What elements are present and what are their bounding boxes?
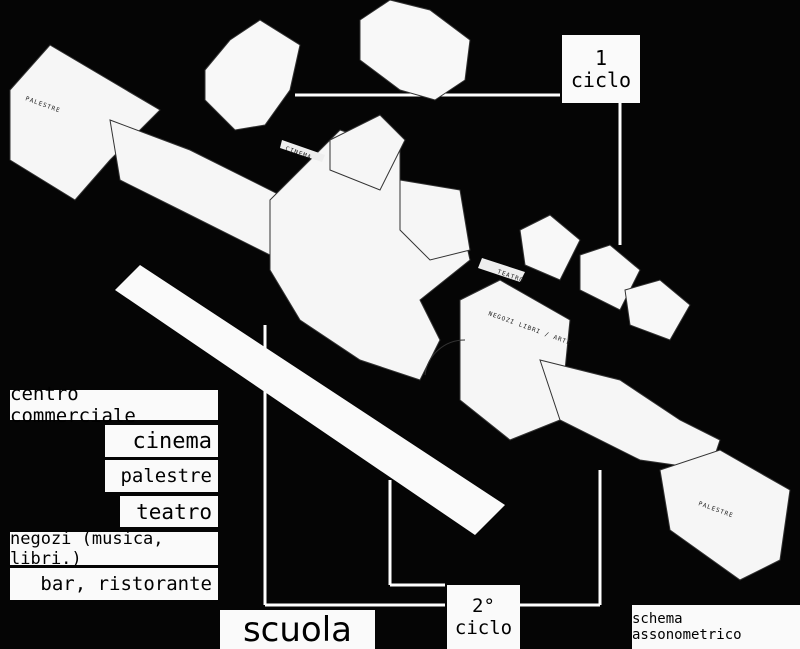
cycle-2-label: ciclo xyxy=(454,617,513,639)
legend-item-shops: negozi (musica, libri.) xyxy=(10,529,218,569)
legend-item-bar-restaurant: bar, ristorante xyxy=(10,568,218,600)
legend-item-theatre: teatro xyxy=(120,496,218,527)
legend-item-gyms: palestre xyxy=(105,460,218,492)
theatre-tag xyxy=(478,258,525,282)
cycle-1-label: ciclo xyxy=(570,68,632,92)
cycle-1-number: 1 xyxy=(594,46,608,70)
diagram-caption: schema assonometrico xyxy=(632,605,800,649)
cycle-2-box: 2° ciclo xyxy=(447,585,520,649)
cinema-tag xyxy=(280,140,325,162)
long-slab xyxy=(115,265,505,535)
legend-item-shopping-centre: centro commerciale xyxy=(10,383,218,427)
legend-item-cinema: cinema xyxy=(105,425,218,457)
cycle-1-box: 1 ciclo xyxy=(562,35,640,103)
housing-clusters xyxy=(204,0,691,341)
cycle-2-number: 2° xyxy=(472,595,495,617)
school-label: scuola xyxy=(220,610,375,649)
main-building-chain xyxy=(9,44,791,581)
